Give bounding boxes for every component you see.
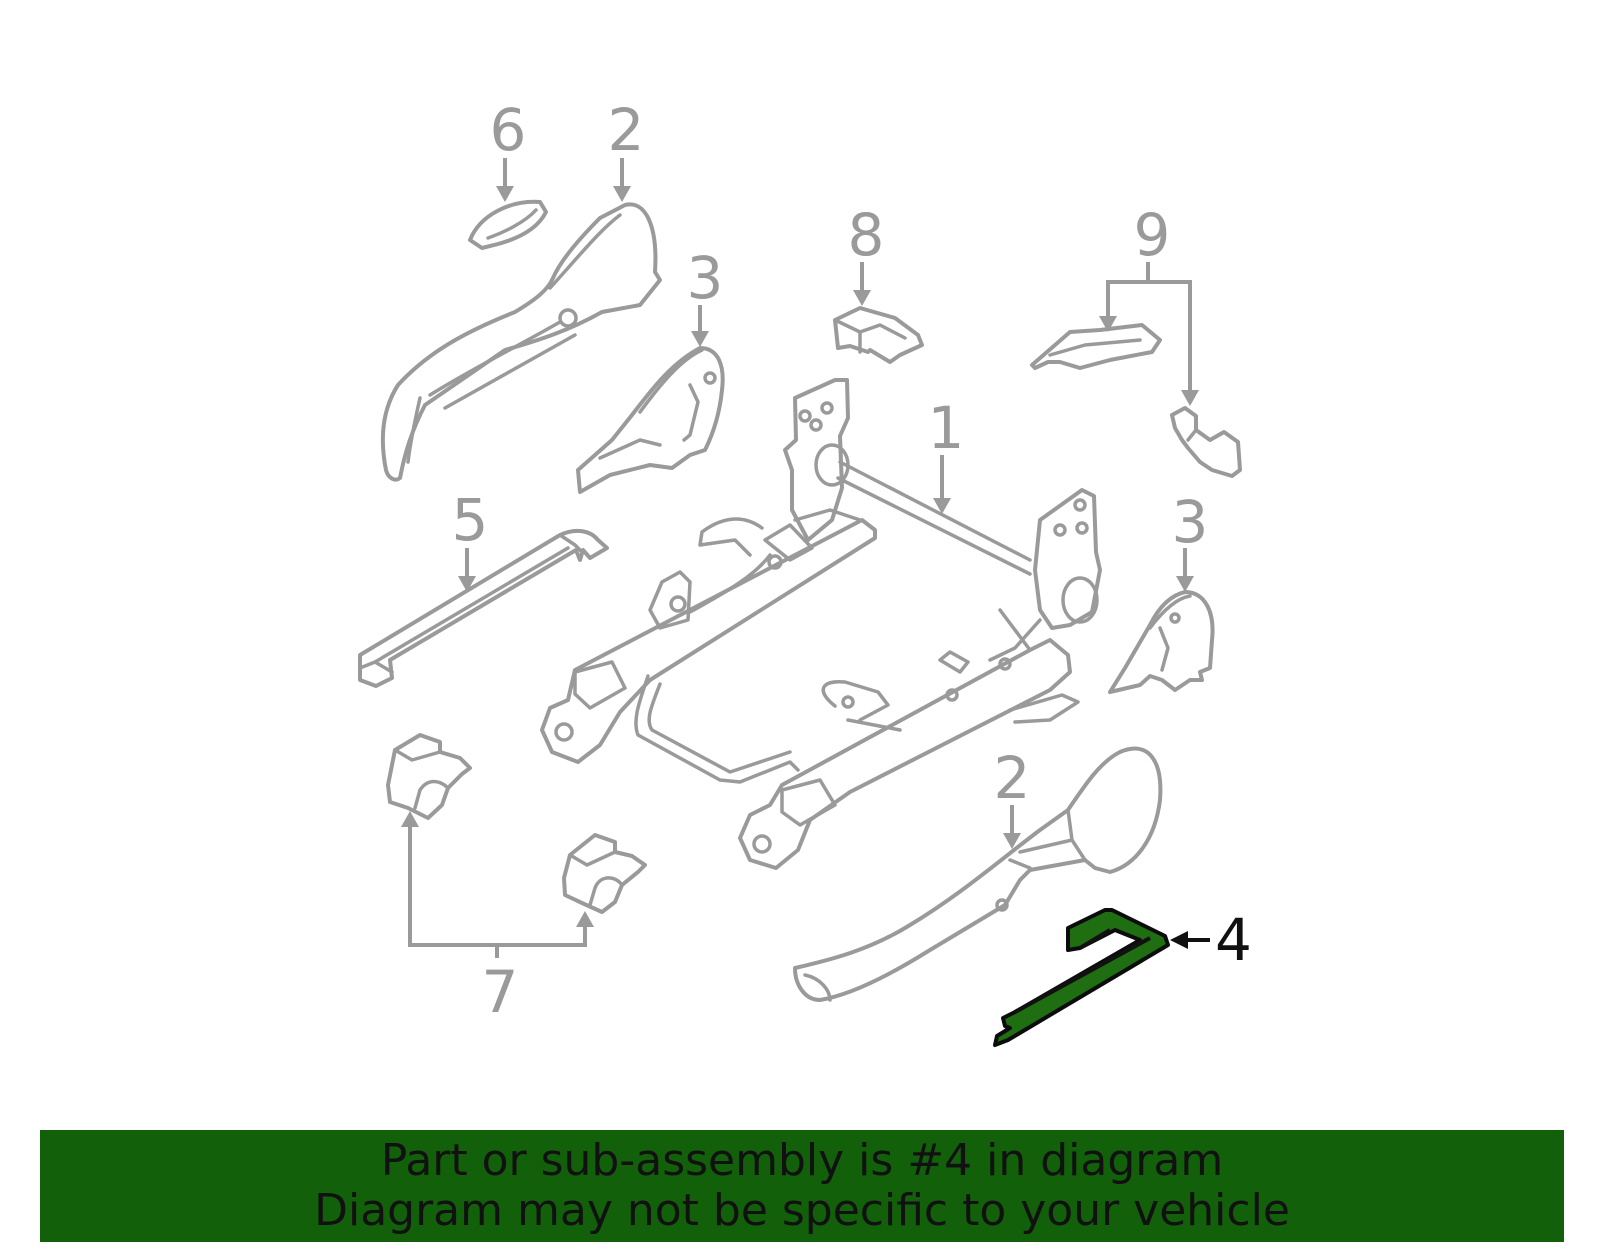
leader-4 [1170,931,1210,949]
part-6-cap [468,199,548,250]
info-banner: Part or sub-assembly is #4 in diagram Di… [40,1130,1564,1242]
part-3-right-cover [1108,590,1215,694]
part-9-cover [1030,323,1162,370]
callout-5: 5 [452,486,489,554]
leader-6 [496,158,514,202]
leader-7 [401,811,594,958]
callout-7: 7 [482,958,519,1026]
banner-background [40,1130,1564,1242]
callout-4: 4 [1215,906,1252,974]
part-7-cap-lower [562,833,647,914]
part-2-bottom-cover [793,746,1163,1002]
leader-2-top [613,158,631,202]
callout-2-bottom: 2 [994,744,1031,812]
part-4-highlighted-rail-cover [993,908,1170,1047]
leader-1 [933,455,951,514]
banner-line-1: Part or sub-assembly is #4 in diagram [380,1135,1224,1186]
part-1-seat-frame [540,378,1102,870]
leader-5 [458,548,476,592]
callout-9: 9 [1134,201,1171,269]
callout-3-top: 3 [687,244,724,312]
part-3-top-cover [576,346,725,494]
part-8-bracket [833,306,924,364]
leader-3-right [1176,548,1194,592]
callout-6: 6 [490,96,527,164]
part-5-rail-cover [358,528,609,688]
leader-2-bottom [1003,805,1021,849]
callout-8: 8 [848,201,885,269]
callout-3-right: 3 [1172,488,1209,556]
banner-line-2: Diagram may not be specific to your vehi… [314,1185,1290,1236]
callout-2-top: 2 [608,96,645,164]
leader-8 [853,262,871,306]
part-7-cap-upper [386,733,472,820]
part-9-clip [1170,406,1242,478]
callout-1: 1 [928,394,965,462]
part-2-top-cover [380,202,662,482]
leader-9 [1099,262,1199,406]
leader-3-top [691,305,709,347]
